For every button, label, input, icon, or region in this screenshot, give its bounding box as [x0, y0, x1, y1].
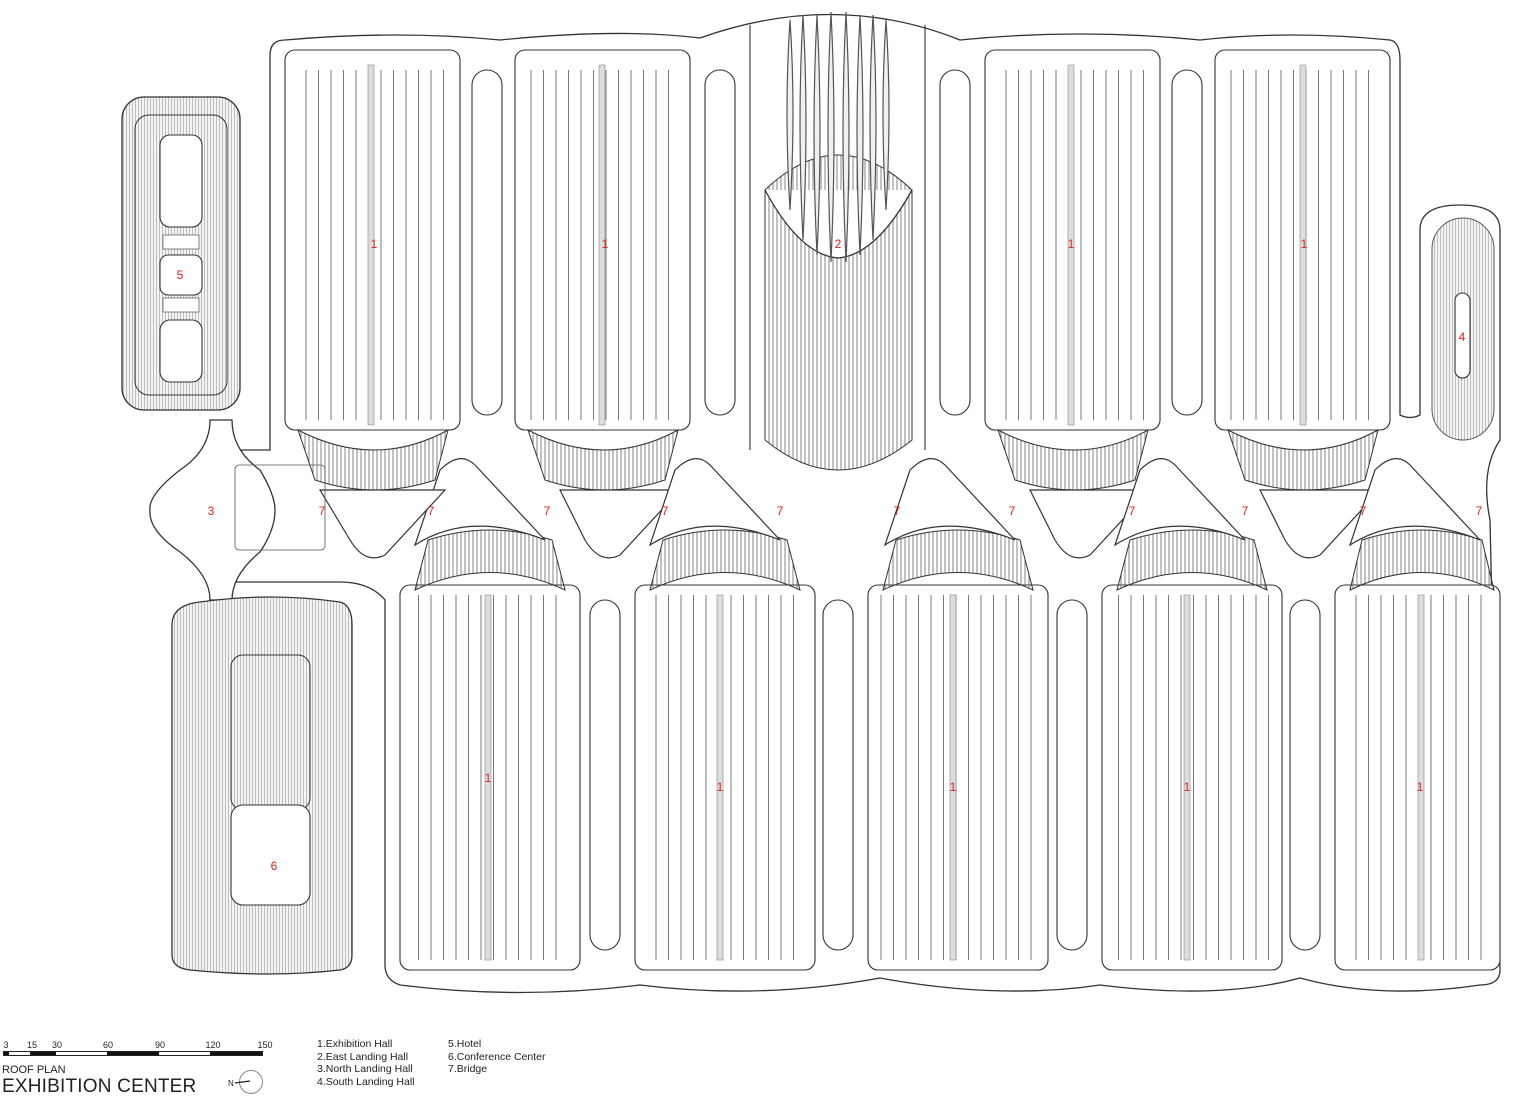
label-exhibition-hall: 1	[485, 771, 492, 785]
svg-text:N: N	[228, 1079, 234, 1088]
label-south-landing-hall: 4	[1459, 330, 1466, 344]
scale-tick: 120	[205, 1040, 221, 1050]
label-bridge: 7	[662, 504, 669, 518]
legend-item: 7.Bridge	[448, 1063, 488, 1075]
label-bridge: 7	[544, 504, 551, 518]
label-bridge: 7	[1009, 504, 1016, 518]
label-bridge: 7	[1360, 504, 1367, 518]
bottom-slots	[589, 599, 1321, 951]
label-bridge: 7	[428, 504, 435, 518]
hall-bottom-5	[1334, 529, 1501, 971]
conference-center	[171, 596, 353, 975]
label-exhibition-hall: 1	[1301, 237, 1308, 251]
label-bridge: 7	[1129, 504, 1136, 518]
plan-labels: 1 1 1 1 1 1 1 1 1 2 3 4 5 6 7 7 7 7 7 7 …	[177, 237, 1483, 873]
east-landing-hall	[749, 11, 926, 471]
label-exhibition-hall: 1	[717, 780, 724, 794]
drawing-title: EXHIBITION CENTER	[2, 1076, 197, 1097]
label-exhibition-hall: 1	[1184, 780, 1191, 794]
label-bridge: 7	[894, 504, 901, 518]
scale-tick: 150	[257, 1040, 273, 1050]
label-hotel: 5	[177, 268, 184, 282]
main-complex-outline	[231, 13, 1501, 994]
scale-tick: 90	[154, 1040, 166, 1050]
label-conference-center: 6	[271, 859, 278, 873]
hall-top-3	[984, 49, 1161, 491]
north-arrow-icon: N	[228, 1070, 263, 1094]
legend-column-2: 5.Hotel 6.Conference Center 7.Bridge	[448, 1038, 545, 1076]
label-exhibition-hall: 1	[950, 780, 957, 794]
scale-bar-segments	[3, 1051, 263, 1056]
scale-tick: 15	[26, 1040, 38, 1050]
north-landing-hall	[149, 419, 326, 601]
legend-item: 5.Hotel	[448, 1038, 482, 1050]
top-slots	[471, 69, 1203, 416]
legend-item: 6.Conference Center	[448, 1050, 546, 1063]
hall-bottom-1	[399, 529, 581, 971]
label-exhibition-hall: 1	[602, 237, 609, 251]
hall-top-1	[284, 49, 461, 491]
hall-bottom-2	[634, 529, 816, 971]
legend-item: 1.Exhibition Hall	[317, 1038, 393, 1050]
hall-bottom-3	[867, 529, 1049, 971]
scale-tick: 30	[51, 1040, 63, 1050]
legend-item: 4.South Landing Hall	[317, 1075, 415, 1088]
hall-bottom-4	[1101, 529, 1283, 971]
hotel-building	[121, 96, 241, 411]
legend-item: 3.North Landing Hall	[317, 1063, 413, 1075]
bridge-voids	[318, 458, 1481, 559]
legend-column-1: 1.Exhibition Hall 2.East Landing Hall 3.…	[317, 1038, 415, 1088]
hall-top-2	[514, 49, 691, 491]
label-east-landing-hall: 2	[835, 237, 842, 251]
bottom-halls	[399, 529, 1501, 971]
label-bridge: 7	[1476, 504, 1483, 518]
legend-item: 2.East Landing Hall	[317, 1050, 409, 1063]
label-bridge: 7	[319, 504, 326, 518]
label-bridge: 7	[1242, 504, 1249, 518]
south-landing-hall	[1431, 217, 1495, 441]
hall-top-4	[1214, 49, 1391, 491]
label-north-landing-hall: 3	[208, 504, 215, 518]
label-bridge: 7	[777, 504, 784, 518]
scale-bar: 3 15 30 60 90 120 150	[3, 1040, 273, 1060]
scale-tick: 60	[102, 1040, 114, 1050]
label-exhibition-hall: 1	[1068, 237, 1075, 251]
scale-ticks: 3 15 30 60 90 120 150	[3, 1040, 272, 1050]
scale-tick: 3	[3, 1040, 9, 1050]
label-exhibition-hall: 1	[1417, 780, 1424, 794]
drawing-subtitle: ROOF PLAN	[2, 1064, 66, 1076]
top-halls	[284, 49, 1391, 491]
roof-plan-drawing: 1 1 1 1 1 1 1 1 1 2 3 4 5 6 7 7 7 7 7 7 …	[121, 11, 1501, 994]
label-exhibition-hall: 1	[371, 237, 378, 251]
